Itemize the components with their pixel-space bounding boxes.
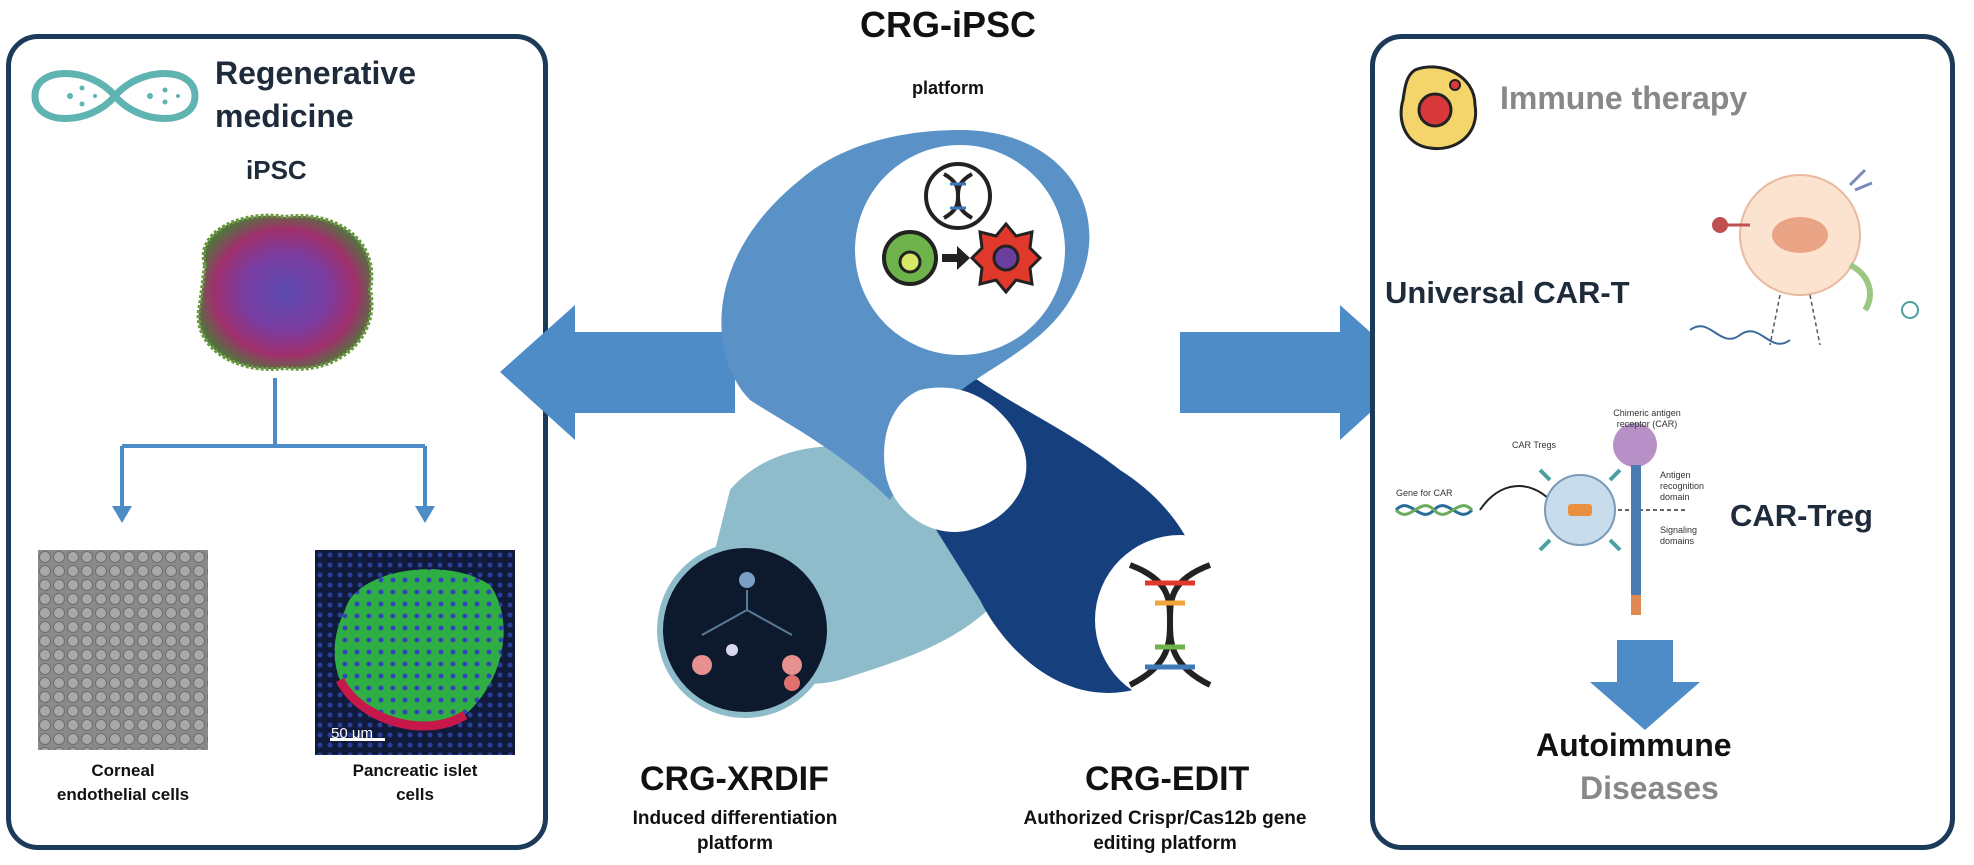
car-tregs-label: CAR Tregs xyxy=(1512,440,1557,450)
universal-car-t-label: Universal CAR-T xyxy=(1385,275,1630,310)
dna-icon xyxy=(924,162,992,230)
differentiation-tree-arrows xyxy=(112,378,435,523)
gene-for-car-label: Gene for CAR xyxy=(1396,488,1453,498)
car-treg-label: CAR-Treg xyxy=(1730,498,1873,533)
islet-caption-2: cells xyxy=(396,785,434,804)
left-node-title: CRG-XRDIF xyxy=(640,760,829,798)
left-panel-title-2: medicine xyxy=(215,98,354,134)
left-node-caption-1: Induced differentiation xyxy=(632,808,838,829)
signaling-domain-label: Signaling domains xyxy=(1660,525,1698,546)
immune-cell-icon xyxy=(1399,65,1478,151)
platform-trefoil xyxy=(657,130,1265,718)
car-treg-schematic xyxy=(1394,423,1685,615)
result-label-2: Diseases xyxy=(1580,770,1719,806)
center-subtitle: platform xyxy=(912,78,984,98)
ipsc-colony-image xyxy=(196,213,374,371)
left-arrow xyxy=(500,305,735,440)
right-panel-title: Immune therapy xyxy=(1500,80,1748,116)
arrow-right-icon xyxy=(942,246,970,270)
car-receptor-label: Chimeric antigen receptor (CAR) xyxy=(1613,408,1681,429)
left-node-caption-2: platform xyxy=(697,833,773,854)
differentiated-cell-icon xyxy=(970,222,1042,294)
right-node-title: CRG-EDIT xyxy=(1085,760,1250,798)
corneal-caption-2: endothelial cells xyxy=(56,785,190,804)
scale-bar-label: 50 μm xyxy=(331,725,373,742)
result-label-1: Autoimmune xyxy=(1536,727,1732,763)
ipsc-label: iPSC xyxy=(246,155,307,185)
car-t-schematic xyxy=(1689,168,1919,346)
down-arrow xyxy=(1590,640,1700,730)
islet-caption-1: Pancreatic islet xyxy=(352,761,478,780)
center-title: CRG-iPSC xyxy=(860,4,1037,45)
gene-editing-icon xyxy=(1128,562,1212,688)
left-panel-title-1: Regenerative xyxy=(215,55,416,91)
stem-cell-icon xyxy=(882,230,938,286)
right-arrow xyxy=(1180,305,1415,440)
right-node-caption-1: Authorized Crispr/Cas12b gene xyxy=(1023,808,1307,829)
infinity-icon xyxy=(31,70,199,122)
antigen-domain-label: Antigen recognition domain xyxy=(1660,470,1705,502)
right-node-caption-2: editing platform xyxy=(1093,833,1237,854)
corneal-endothelial-image xyxy=(38,550,208,750)
pancreatic-islet-image xyxy=(315,550,515,755)
differentiation-schematic xyxy=(692,572,802,691)
corneal-caption-1: Corneal xyxy=(91,761,155,780)
